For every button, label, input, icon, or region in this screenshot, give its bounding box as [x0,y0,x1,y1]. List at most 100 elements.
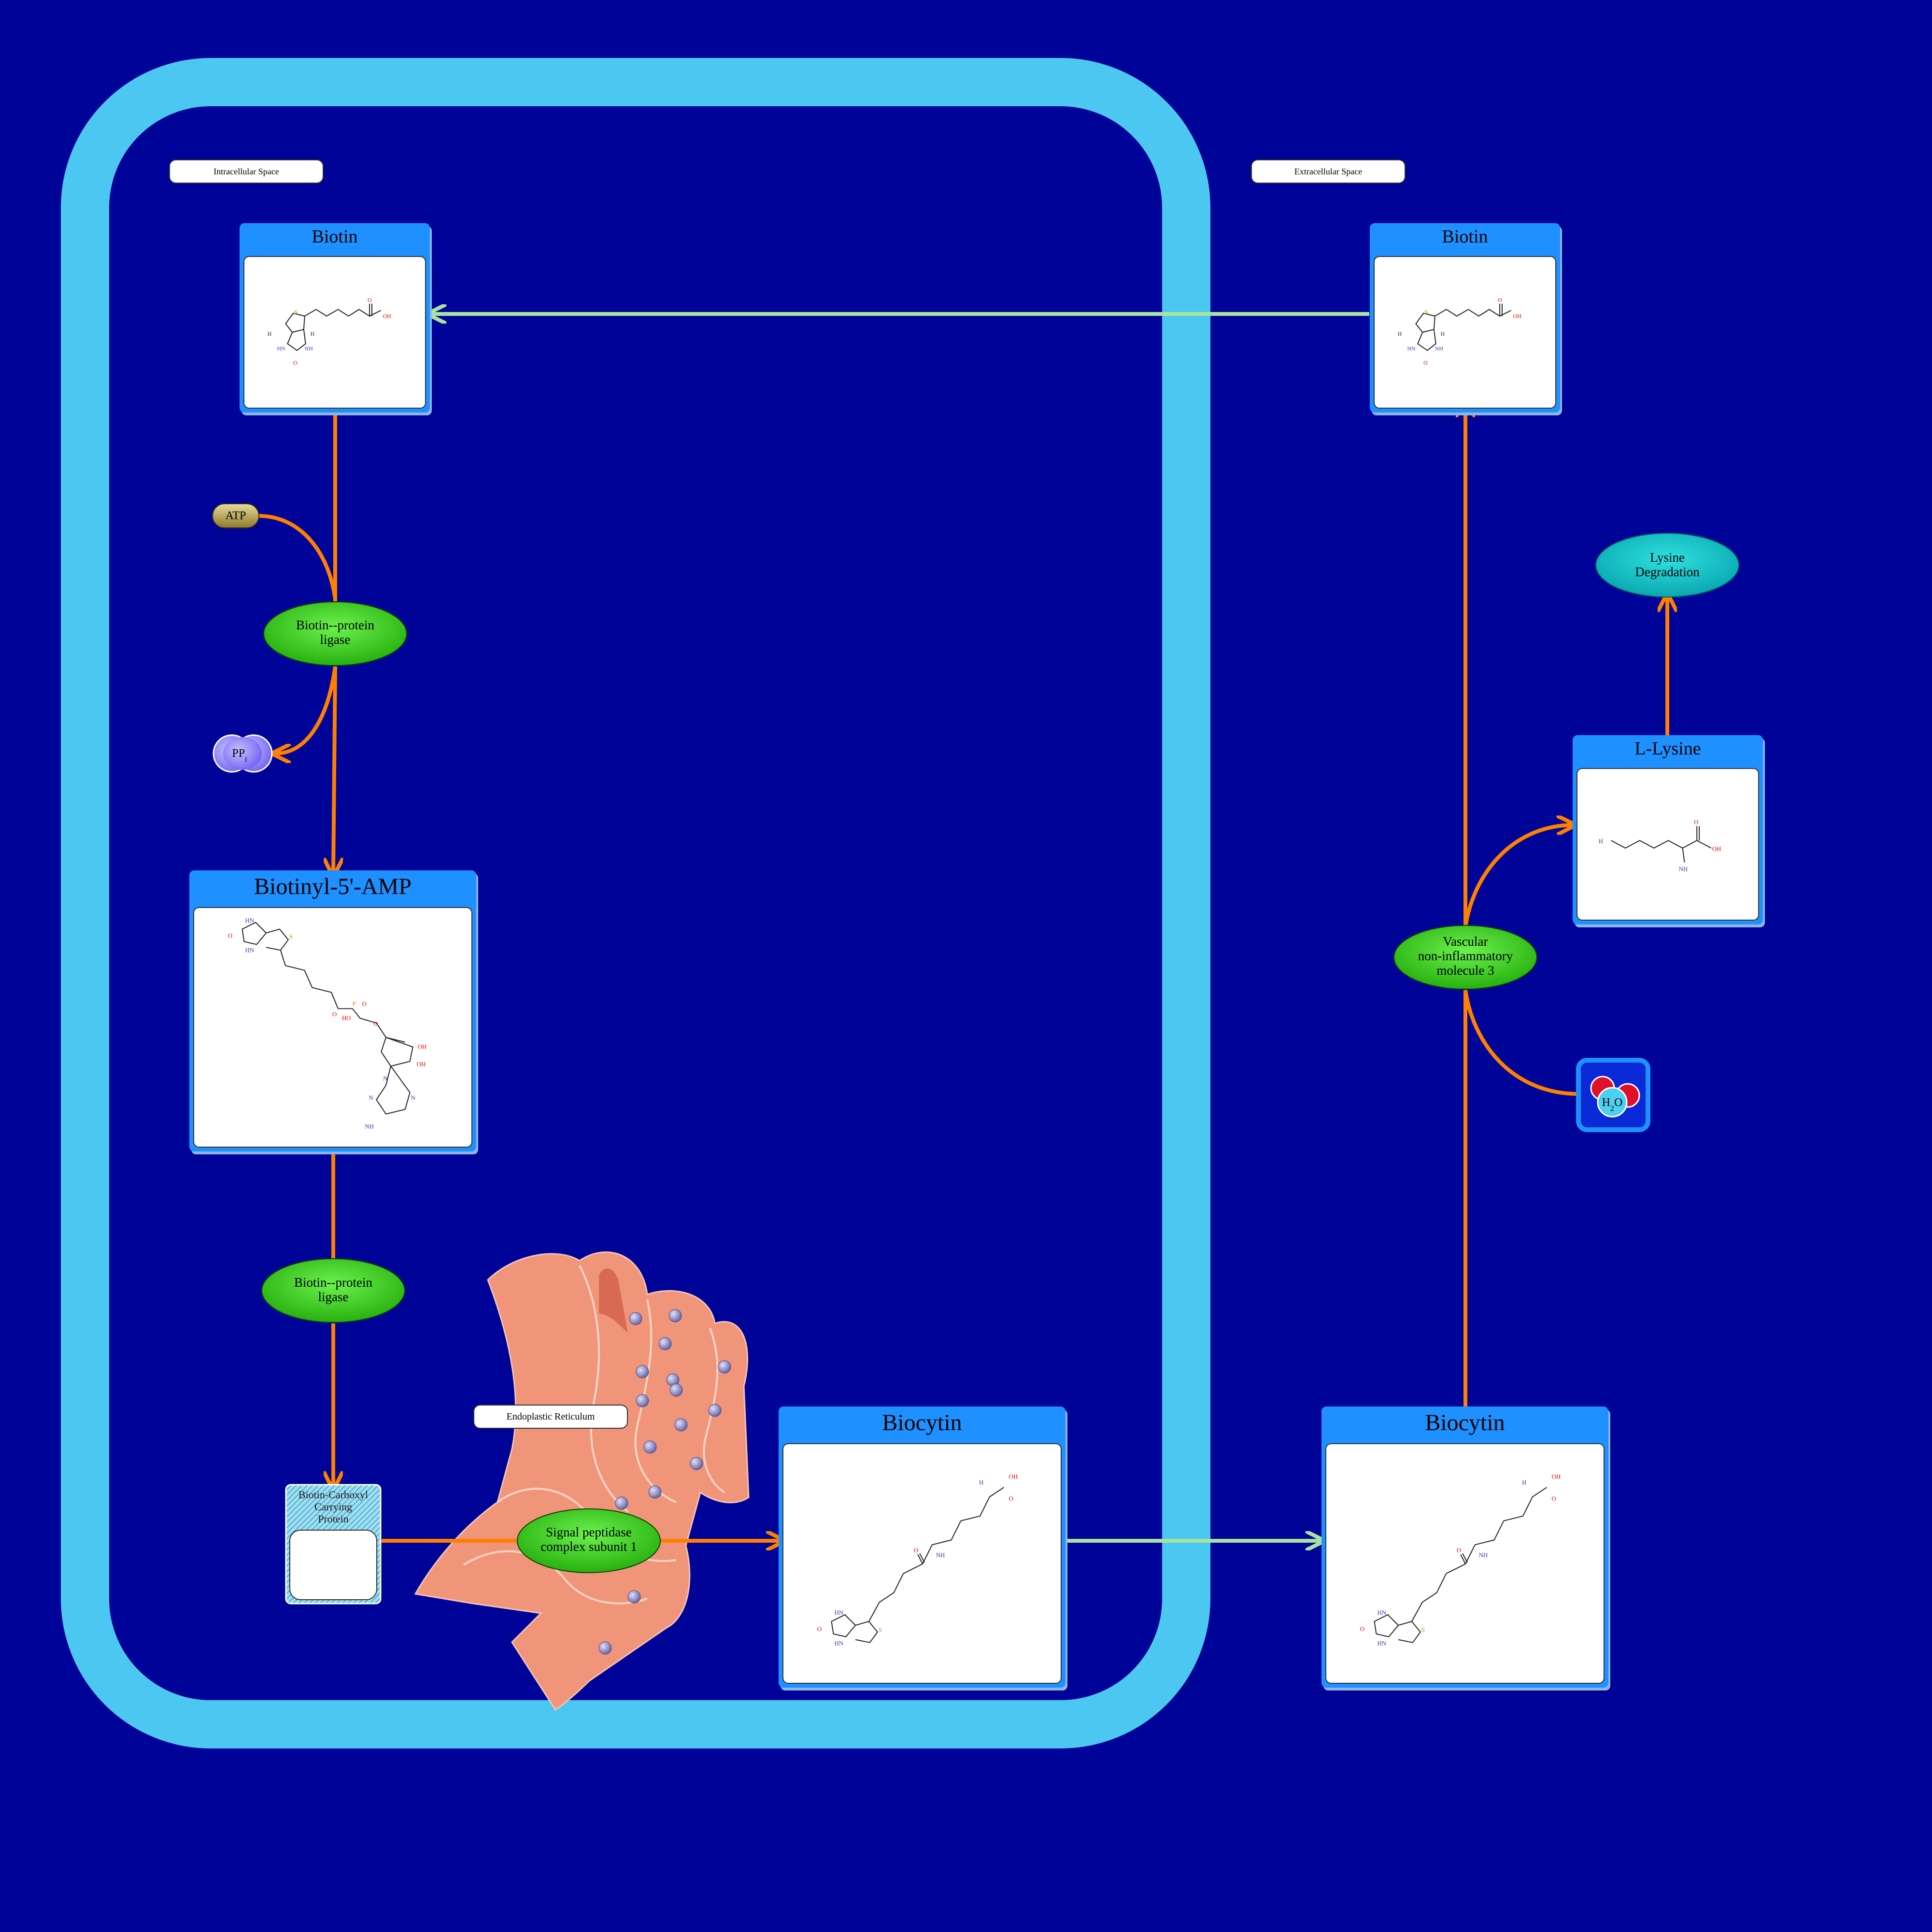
svg-text:O: O [293,359,298,366]
water-o: O [1614,1096,1622,1109]
svg-text:O: O [362,1000,367,1007]
ppi-label: PP [232,747,245,760]
enzyme-label-line: ligase [320,632,351,647]
atp-molecule[interactable]: ATP [212,503,259,528]
svg-text:O: O [1457,1547,1461,1554]
svg-text:HN: HN [1377,1640,1386,1647]
ppi-output-arc [275,666,337,753]
water-h: H [1602,1096,1610,1109]
svg-text:S: S [1421,1627,1425,1634]
svg-text:P: P [353,1000,356,1007]
atp-label: ATP [226,510,246,522]
enzyme-signal-peptidase[interactable]: Signal peptidase complex subunit 1 [517,1508,661,1573]
molecule-title: Biocytin [882,1410,962,1435]
molecule-l-lysine[interactable]: L-Lysine H O OH NH [1573,735,1763,924]
svg-text:H: H [311,330,315,337]
svg-text:PPi: PPi [232,747,247,764]
svg-text:O: O [368,297,372,303]
molecule-biocytin-extracellular[interactable]: Biocytin HN O HN S O NH H OH O [1321,1406,1608,1688]
intracellular-space-label: Intracellular Space [169,159,324,184]
enzyme-biotin-protein-ligase-1[interactable]: Biotin--protein ligase [263,601,407,666]
svg-text:HN: HN [1377,1609,1386,1616]
enzyme-label-line: Biotin--protein [294,1275,372,1290]
svg-text:H: H [268,330,272,337]
svg-text:O: O [1360,1626,1364,1633]
biotin-structure: S H H HN NH O O OH [1398,297,1522,366]
structure-panel: S H H HN NH O O OH [1374,256,1556,409]
biotinyl-amp-structure: HN O HN S O P HO O O OH OH N N N NH [228,917,427,1130]
svg-text:S: S [1424,309,1428,315]
svg-text:S: S [294,309,298,315]
svg-text:O: O [1498,297,1502,303]
svg-text:H: H [1522,1479,1526,1486]
molecule-title: Biotin [1442,227,1488,247]
pathway-label-line: Lysine [1650,550,1685,565]
water-molecule[interactable]: H2O [1576,1058,1650,1132]
svg-text:N: N [369,1094,373,1101]
svg-text:H: H [1398,330,1402,337]
svg-text:OH: OH [1513,313,1522,319]
biocytin-structure: HN O HN S O NH H OH O [1360,1473,1561,1647]
svg-text:O: O [228,933,232,939]
enzyme-label-line: molecule 3 [1436,963,1494,978]
svg-text:O: O [914,1547,918,1554]
endoplasmic-reticulum-label: Endoplastic Reticulum [473,1405,628,1429]
svg-text:OH: OH [1552,1473,1561,1480]
enzyme-label-line: ligase [318,1290,349,1304]
svg-text:O: O [817,1626,822,1633]
molecule-biotin-extracellular[interactable]: Biotin S H H HN NH O O OH [1370,223,1560,412]
structure-panel: HN O HN S O P HO O O OH OH N N N NH [193,907,472,1148]
endoplasmic-reticulum-graphic [414,1251,750,1711]
svg-text:O: O [1423,359,1428,366]
svg-text:NH: NH [305,345,313,352]
svg-text:H: H [1441,330,1445,337]
svg-text:O: O [332,1011,337,1018]
svg-text:HN: HN [834,1609,843,1616]
enzyme-label-line: Biotin--protein [296,618,374,632]
structure-panel: HN O HN S O NH H OH O [782,1443,1062,1684]
reaction-arrow-to-amp [333,666,335,873]
svg-text:NH: NH [365,1123,374,1130]
lysine-structure: H O OH NH [1599,819,1721,873]
biotin-structure: S H H HN NH O O OH [268,297,391,366]
enzyme-vascular-non-inflammatory-molecule-3[interactable]: Vascular non-inflammatory molecule 3 [1393,925,1537,990]
svg-text:N: N [411,1094,415,1101]
structure-panel: HN O HN S O NH H OH O [1325,1443,1605,1684]
extracellular-space-label: Extracellular Space [1251,159,1406,184]
ppi-molecule[interactable]: PPi [213,734,273,773]
svg-text:NH: NH [1479,1552,1488,1559]
svg-text:OH: OH [418,1044,427,1051]
enzyme-biotin-protein-ligase-2[interactable]: Biotin--protein ligase [261,1258,405,1323]
cell-membrane [61,58,1210,1748]
svg-text:H: H [1599,838,1603,845]
pathway-label-line: Degradation [1635,565,1700,579]
svg-text:HN: HN [1407,345,1416,352]
svg-text:N: N [383,1075,387,1082]
svg-text:HN: HN [834,1640,843,1647]
enzyme-label-line: Signal peptidase [546,1525,632,1539]
svg-text:NH: NH [1679,866,1688,872]
svg-text:S: S [289,933,293,940]
svg-text:O: O [373,1021,378,1027]
molecule-title: L-Lysine [1634,739,1701,759]
svg-text:NH: NH [936,1552,945,1559]
svg-text:O: O [1694,819,1698,826]
molecule-biotinyl-5-amp[interactable]: Biotinyl-5'-AMP HN O HN S O P HO O [189,870,476,1151]
svg-text:HO: HO [342,1015,351,1022]
svg-text:HN: HN [277,345,286,352]
ppi-subscript: i [245,755,247,764]
svg-text:NH: NH [1435,345,1444,352]
pathway-lysine-degradation[interactable]: Lysine Degradation [1595,533,1739,597]
structure-panel: S H H HN NH O O OH [243,256,426,409]
molecule-biocytin-intracellular[interactable]: Biocytin HN O HN S O NH H OH O [779,1406,1065,1688]
svg-text:O: O [1552,1495,1556,1502]
svg-text:O: O [1009,1495,1013,1502]
svg-text:H: H [979,1479,983,1486]
svg-text:HN: HN [245,947,254,953]
svg-text:S: S [879,1627,882,1634]
molecule-biotin-intracellular[interactable]: Biotin S H H HN NH O O OH [240,223,430,412]
